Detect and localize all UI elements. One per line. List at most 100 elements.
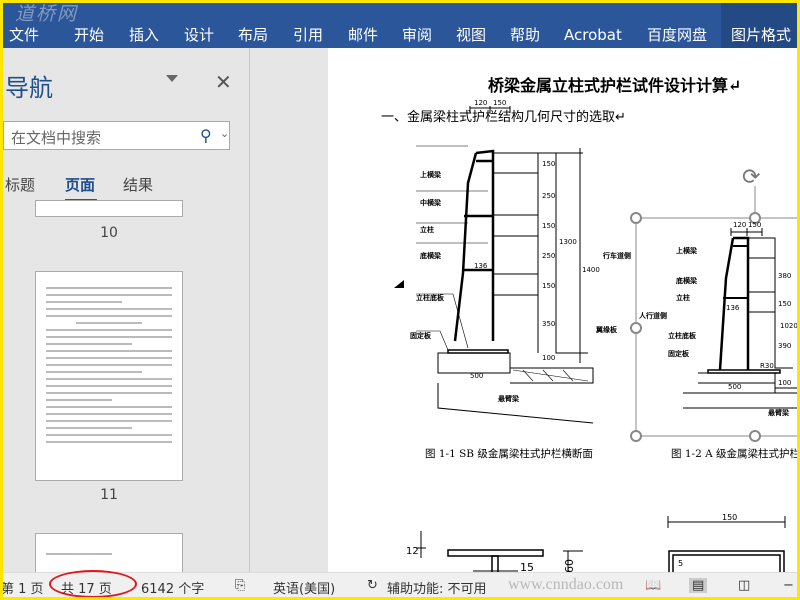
tab-view[interactable]: 视图 — [456, 26, 487, 44]
nav-title: 导航 — [5, 74, 53, 102]
nav-options-dropdown-icon[interactable] — [166, 75, 178, 82]
dim-label: 120 — [474, 99, 487, 107]
page-count: 共 17 页 — [61, 582, 112, 597]
watermark-logo: 道桥网 — [15, 3, 79, 25]
accessibility-status[interactable]: 辅助功能: 不可用 — [387, 582, 487, 597]
search-placeholder: 在文档中搜索 — [11, 129, 102, 147]
dim-label: 160 — [563, 559, 576, 572]
document-gutter — [250, 48, 328, 572]
search-input[interactable]: 在文档中搜索 ⚲ ⌄ — [3, 121, 230, 150]
tab-review[interactable]: 审阅 — [402, 26, 433, 44]
resize-handle[interactable] — [749, 430, 761, 442]
tab-layout[interactable]: 布局 — [238, 26, 269, 44]
dim-label: 250 — [542, 252, 555, 260]
figure-1-1-caption: 图 1-1 SB 级金属梁柱式护栏横断面 — [425, 447, 593, 460]
dim-label: 5 — [678, 559, 683, 568]
figure-1-2-selection[interactable]: ⟳ — [630, 165, 797, 442]
dim-label: 380 — [778, 272, 791, 280]
language-indicator[interactable]: 英语(美国) — [273, 582, 336, 597]
accessibility-icon: ↻ — [367, 578, 378, 593]
page-number-label: 10 — [100, 225, 118, 241]
word-window: 道桥网 文件 开始 插入 设计 布局 引用 邮件 审阅 视图 帮助 Acroba… — [3, 3, 797, 597]
word-count[interactable]: 6142 个字 — [141, 582, 205, 597]
red-highlight-circle — [49, 570, 137, 597]
anchor-icon — [394, 280, 404, 288]
resize-handle[interactable] — [749, 212, 761, 224]
dim-label: 150 — [542, 282, 555, 290]
resize-handle[interactable] — [630, 322, 642, 334]
page-number-label: 11 — [100, 487, 118, 503]
tab-mailings[interactable]: 邮件 — [348, 26, 379, 44]
dim-label: 150 — [722, 513, 737, 522]
fig1-label: 翼缘板 — [595, 325, 618, 334]
tab-insert[interactable]: 插入 — [129, 26, 160, 44]
tab-home[interactable]: 开始 — [74, 26, 105, 44]
figure-1-2-caption: 图 1-2 A 级金属梁柱式护栏 — [671, 447, 797, 460]
search-icon[interactable]: ⚲ — [200, 126, 212, 145]
active-tab-bg — [721, 3, 797, 48]
fig1-label: 行车道侧 — [602, 251, 631, 260]
page-indicator[interactable]: 第 1 页 — [3, 582, 44, 597]
ribbon: 道桥网 文件 开始 插入 设计 布局 引用 邮件 审阅 视图 帮助 Acroba… — [3, 3, 797, 48]
figure-1-1-labels: 上横梁 中横梁 立柱 底横梁 立柱底板 固定板 行车道侧 翼缘板 悬臂梁 — [410, 170, 631, 403]
fig1-label: 悬臂梁 — [497, 394, 520, 403]
dim-label: 12 — [406, 546, 419, 557]
fig2-label: 立柱 — [676, 293, 690, 302]
figure-1-2-labels: 上横梁 底横梁 立柱 立柱底板 固定板 人行道侧 悬臂梁 — [639, 246, 790, 417]
dim-label: 150 — [748, 221, 761, 229]
nav-tab-headings[interactable]: 标题 — [5, 176, 36, 194]
resize-handle[interactable] — [630, 212, 642, 224]
section-heading: 一、金属梁柱式护栏结构几何尺寸的选取↵ — [381, 110, 626, 125]
page-thumbnail-10[interactable] — [35, 200, 183, 217]
print-layout-icon[interactable]: ▤ — [689, 578, 708, 593]
zoom-out-icon[interactable]: − — [783, 578, 794, 593]
dim-label: 350 — [542, 320, 555, 328]
rotate-handle-icon[interactable]: ⟳ — [742, 165, 760, 190]
dim-label: 150 — [778, 300, 791, 308]
tab-file[interactable]: 文件 — [9, 26, 40, 44]
nav-close-icon[interactable]: ✕ — [215, 70, 232, 94]
fig2-label: 立柱底板 — [668, 331, 697, 340]
dim-label: 1300 — [559, 238, 577, 246]
nav-tab-pages[interactable]: 页面 — [65, 176, 96, 194]
dim-label: R30 — [760, 362, 774, 370]
tab-help[interactable]: 帮助 — [510, 26, 541, 44]
chevron-down-icon[interactable]: ⌄ — [220, 127, 230, 140]
dim-label: 150 — [493, 99, 506, 107]
proofing-icon[interactable]: ⎘ — [235, 578, 246, 593]
fig1-label: 上横梁 — [420, 170, 442, 179]
dim-label: 500 — [470, 372, 483, 380]
figure-1-2 — [683, 228, 797, 409]
figure-1-1-dims: 120 150 150 250 150 250 150 350 100 1300… — [470, 99, 600, 380]
nav-tab-results[interactable]: 结果 — [123, 176, 154, 194]
dim-label: 1020 — [780, 322, 797, 330]
fig1-label: 底横梁 — [420, 251, 442, 260]
dim-label: 120 — [733, 221, 746, 229]
fig2-label: 底横梁 — [676, 276, 698, 285]
dim-label: 100 — [542, 354, 555, 362]
tab-baidu-netdisk[interactable]: 百度网盘 — [647, 26, 708, 44]
dim-label: 136 — [726, 304, 740, 312]
tab-design[interactable]: 设计 — [184, 26, 215, 44]
figure-1-1 — [416, 106, 594, 424]
tab-picture-format[interactable]: 图片格式 — [731, 26, 792, 44]
fig1-label: 立柱 — [420, 225, 434, 234]
guardrail-figures: 上横梁 中横梁 立柱 底横梁 立柱底板 固定板 行车道侧 翼缘板 悬臂梁 120… — [394, 99, 797, 572]
status-bar: 第 1 页 共 17 页 6142 个字 ⎘ 英语(美国) ↻ 辅助功能: 不可… — [3, 570, 797, 597]
web-layout-icon[interactable]: ◫ — [738, 578, 751, 593]
tab-references[interactable]: 引用 — [293, 26, 324, 44]
figure-1-2-dims: 120 150 380 150 390 100 1020 136 500 R30 — [726, 221, 797, 391]
resize-handle[interactable] — [630, 430, 642, 442]
fig2-label: 人行道侧 — [639, 311, 667, 320]
document-page[interactable]: 桥梁金属立柱式护栏试件设计计算↵ 一、金属梁柱式护栏结构几何尺寸的选取↵ 上横梁… — [328, 48, 797, 572]
site-watermark: www.cnndao.com — [508, 576, 624, 593]
dim-label: 136 — [474, 262, 488, 270]
figure-box-section — [667, 516, 786, 572]
dim-label: 390 — [778, 342, 791, 350]
read-mode-icon[interactable]: 📖 — [645, 578, 662, 593]
page-thumbnail-11[interactable] — [35, 271, 183, 481]
tab-acrobat[interactable]: Acrobat — [564, 26, 622, 44]
navigation-pane: 导航 ✕ 在文档中搜索 ⚲ ⌄ 标题 页面 结果 10 11 — [3, 48, 250, 593]
fig1-label: 固定板 — [410, 331, 432, 340]
fig2-label: 上横梁 — [676, 246, 698, 255]
